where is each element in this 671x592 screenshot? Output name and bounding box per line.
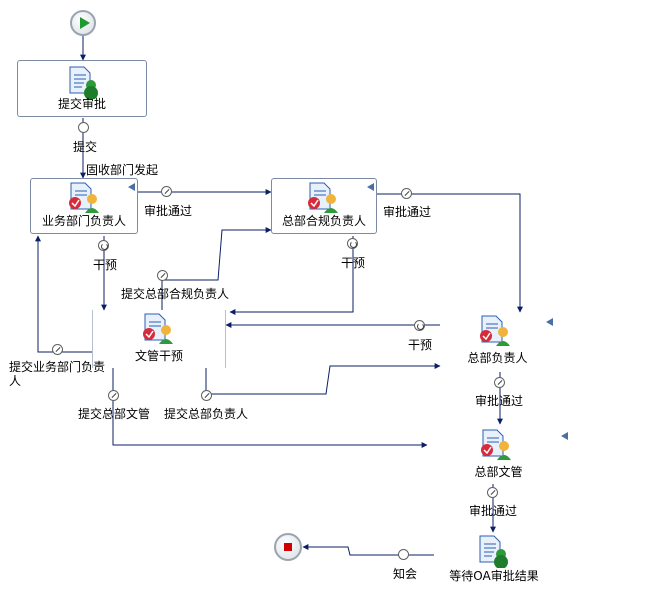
edge-hq-compliance-to-doc-intervene [229,236,354,315]
collapse-arrow-icon[interactable] [367,183,374,191]
edge-doc-intervene-to-hq-head [205,363,441,395]
node-submit-approval[interactable]: 提交审批 [17,60,147,117]
edge-label-start-by-dept: 固收部门发起 [86,163,159,177]
start-event-icon[interactable] [70,10,96,36]
condition-icon[interactable] [487,487,498,498]
intervene-icon[interactable] [347,238,358,249]
condition-icon[interactable] [201,390,212,401]
edge-label-intervene: 干预 [341,256,366,270]
document-approver-icon [481,429,511,460]
node-hq-doc[interactable]: 总部文管 [427,424,570,484]
document-user-icon [69,66,98,99]
condition-icon[interactable] [401,188,412,199]
node-label: 总部合规负责人 [281,214,366,228]
document-approver-icon [480,315,510,346]
collapse-arrow-icon[interactable] [561,432,568,440]
condition-icon[interactable] [52,344,63,355]
edge-label-approve: 审批通过 [475,394,524,408]
edge-label-submit: 提交 [73,140,98,154]
edge-label-submit-dept-head: 提交业务部门负责人 [9,360,106,388]
edge-hq-compliance-to-hq-head [377,193,523,313]
node-wait-oa-result[interactable]: 等待OA审批结果 [434,532,554,588]
node-label: 文管干预 [134,349,183,363]
edge-label-intervene: 干预 [408,338,433,352]
connector-point-icon[interactable] [398,549,409,560]
node-label: 提交审批 [57,97,106,111]
intervene-icon[interactable] [414,320,425,331]
collapse-arrow-icon[interactable] [546,318,553,326]
node-hq-compliance[interactable]: 总部合规负责人 [271,178,377,234]
node-label: 业务部门负责人 [41,214,126,228]
node-label: 总部负责人 [467,351,528,365]
condition-icon[interactable] [157,270,168,281]
edge-doc-intervene-to-hq-doc [112,368,428,448]
edge-label-approve: 审批通过 [144,204,193,218]
edge-label-intervene: 干预 [93,258,118,272]
document-user-icon [479,535,508,568]
node-label: 等待OA审批结果 [449,569,539,583]
node-label: 总部文管 [474,465,523,479]
end-event-icon[interactable] [274,533,302,561]
connector-point-icon[interactable] [78,122,89,133]
edge-label-approve: 审批通过 [383,205,432,219]
edge-wait-oa-to-end [302,544,434,556]
document-approver-icon [143,313,173,344]
collapse-arrow-icon[interactable] [128,183,135,191]
node-doc-intervene[interactable]: 文管干预 [92,310,226,368]
edge-label-submit-hq-doc: 提交总部文管 [78,407,151,421]
edge-doc-intervene-to-dept-head [35,235,92,353]
condition-icon[interactable] [108,390,119,401]
document-approver-icon [69,182,99,213]
edge-doc-intervene-to-hq-compliance [161,227,272,310]
edge-label-notify: 知会 [393,567,418,581]
document-approver-icon [308,182,338,213]
edge-label-submit-hq-head: 提交总部负责人 [164,407,249,421]
node-dept-head[interactable]: 业务部门负责人 [30,178,138,234]
edge-label-submit-hq-compliance: 提交总部合规负责人 [121,287,230,301]
condition-icon[interactable] [494,377,505,388]
node-hq-head[interactable]: 总部负责人 [440,312,555,370]
condition-icon[interactable] [161,186,172,197]
intervene-icon[interactable] [98,240,109,251]
edge-label-approve: 审批通过 [469,504,518,518]
